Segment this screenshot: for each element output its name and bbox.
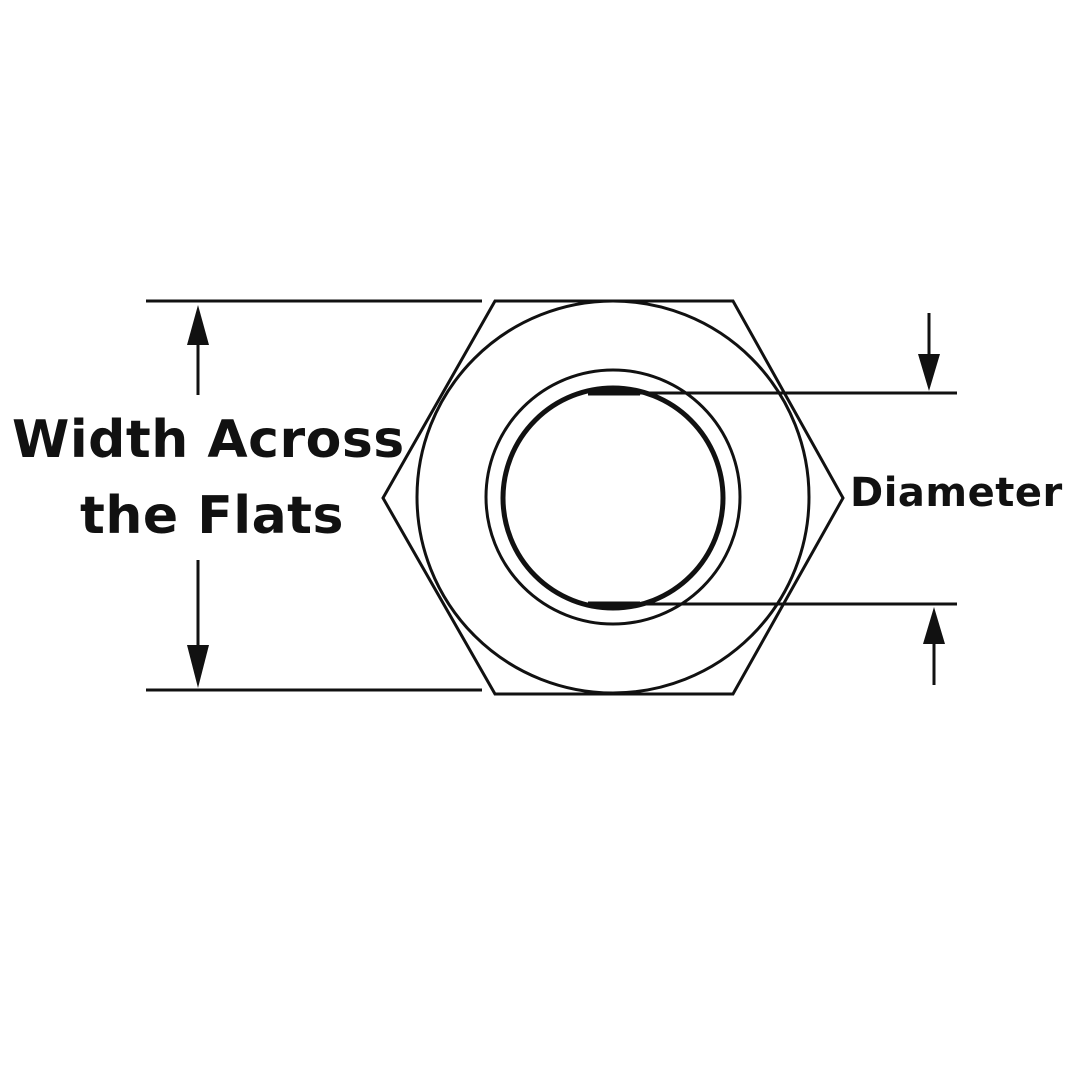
width-across-flats-label-line2: the Flats — [80, 486, 344, 546]
bore-circle — [500, 385, 726, 611]
chamfer-circle — [415, 299, 811, 695]
flats-arrowhead-up — [187, 305, 209, 345]
diameter-arrowhead-up — [923, 607, 945, 644]
diameter-label: Diameter — [850, 470, 1063, 516]
flats-arrowhead-down — [187, 645, 209, 688]
hex-outline — [381, 299, 845, 696]
width-across-flats-label-line1: Width Across — [12, 410, 405, 470]
diameter-arrowhead-down — [918, 354, 940, 391]
thread-outer-circle — [484, 368, 742, 626]
